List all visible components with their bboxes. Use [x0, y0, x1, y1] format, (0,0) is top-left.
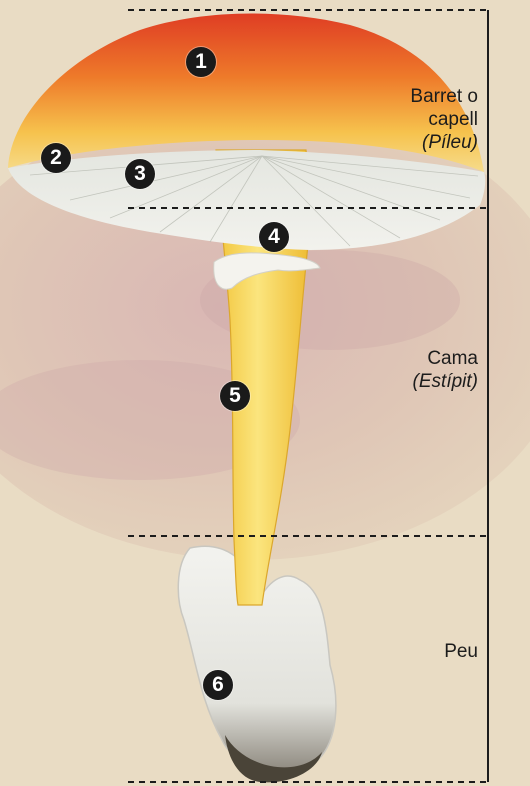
marker-1: 1	[186, 47, 216, 77]
label-pileu-line2: capell	[410, 108, 478, 131]
label-peu-line1: Peu	[444, 640, 478, 663]
marker-6: 6	[203, 670, 233, 700]
label-estipit-italic: (Estípit)	[413, 370, 478, 393]
marker-4: 4	[259, 222, 289, 252]
label-peu: Peu	[444, 640, 478, 663]
label-estipit: Cama (Estípit)	[413, 347, 478, 393]
marker-2: 2	[41, 143, 71, 173]
label-pileu-line1: Barret o	[410, 85, 478, 108]
marker-3: 3	[125, 159, 155, 189]
label-pileu: Barret o capell (Píleu)	[410, 85, 478, 154]
label-estipit-line1: Cama	[413, 347, 478, 370]
marker-5: 5	[220, 381, 250, 411]
label-pileu-italic: (Píleu)	[410, 131, 478, 154]
